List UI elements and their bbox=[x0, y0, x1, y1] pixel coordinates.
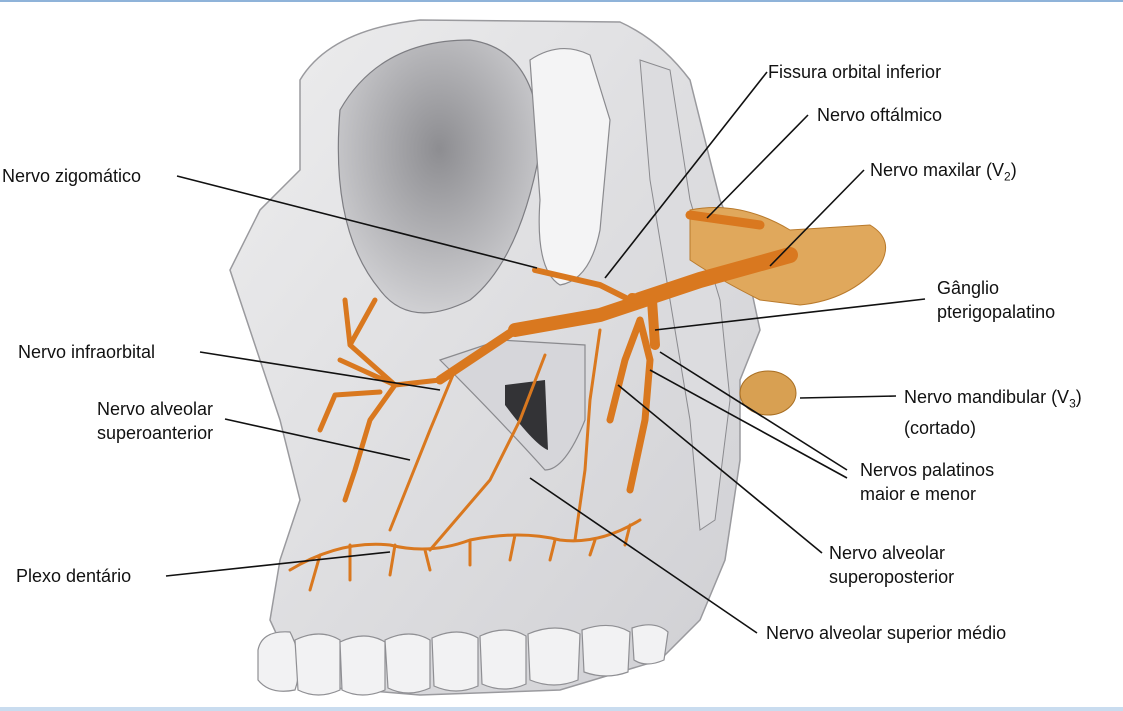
orbit-cavity bbox=[337, 39, 541, 314]
ganglion-node bbox=[627, 293, 660, 350]
middle-superior-alveolar bbox=[428, 353, 547, 552]
label-mandibular-line1: Nervo mandibular (V3) bbox=[904, 385, 1082, 416]
label-nervo-maxilar-text: Nervo maxilar (V bbox=[870, 160, 1005, 180]
label-ganglio-line1: Gânglio bbox=[937, 278, 1000, 298]
label-nervo-infraorbital: Nervo infraorbital bbox=[18, 342, 156, 362]
label-nervo-maxilar-subscript: 2 bbox=[1004, 169, 1011, 184]
ophthalmic-nerve bbox=[685, 210, 765, 230]
label-mandibular-subscript: 3 bbox=[1069, 396, 1076, 411]
label-nervo-alveolar-superoposterior: Nervo alveolar superoposterior bbox=[829, 541, 954, 589]
label-nervo-alveolar-superior-medio: Nervo alveolar superior médio bbox=[766, 623, 1007, 643]
label-nervos-palatinos: Nervos palatinos maior e menor bbox=[860, 458, 994, 506]
label-nervo-zigomatico: Nervo zigomático bbox=[2, 166, 142, 186]
label-nervo-alveolar-superoanterior: Nervo alveolar superoanterior bbox=[97, 397, 213, 445]
label-nervo-maxilar: Nervo maxilar (V2) bbox=[870, 158, 1017, 189]
infraorbital-branches bbox=[317, 297, 443, 503]
label-plexo-dentario: Plexo dentário bbox=[16, 566, 132, 586]
teeth bbox=[257, 624, 669, 696]
leader-lines bbox=[165, 71, 926, 634]
label-alveolar-superoposterior-line1: Nervo alveolar bbox=[829, 543, 946, 563]
posterior-bone-plate bbox=[639, 59, 731, 531]
label-ganglio-line2: pterigopalatino bbox=[937, 302, 1056, 322]
label-alveolar-superoanterior-line2: superoanterior bbox=[97, 423, 214, 443]
maxillary-nerve-trunk bbox=[632, 247, 798, 308]
dental-plexus bbox=[288, 518, 642, 592]
label-alveolar-superoposterior-line2: superoposterior bbox=[829, 567, 955, 587]
label-fissura-orbital-inferior: Fissura orbital inferior bbox=[768, 62, 942, 82]
mandibular-nerve-stump bbox=[739, 370, 797, 416]
sinus-opening bbox=[505, 380, 548, 450]
posterior-superior-alveolar bbox=[573, 328, 602, 542]
label-nervo-oftalmico: Nervo oftálmico bbox=[817, 105, 943, 125]
top-border bbox=[0, 0, 1123, 2]
bottom-border bbox=[0, 707, 1123, 711]
cut-bone-section bbox=[529, 47, 611, 286]
label-palatinos-line2: maior e menor bbox=[860, 484, 977, 504]
label-nervo-maxilar-close: ) bbox=[1010, 160, 1017, 180]
anterior-superior-alveolar bbox=[388, 368, 457, 532]
label-mandibular-close: ) bbox=[1075, 387, 1082, 407]
label-ganglio-pterigopalatino: Gânglio pterigopalatino bbox=[937, 276, 1055, 324]
nerves bbox=[288, 210, 798, 592]
label-palatinos-line1: Nervos palatinos bbox=[860, 460, 995, 480]
label-mandibular-line2: (cortado) bbox=[904, 417, 977, 438]
zygomatic-nerve bbox=[532, 267, 633, 303]
palatine-nerves bbox=[606, 316, 654, 494]
label-nervo-mandibular: Nervo mandibular (V3) (cortado) bbox=[904, 385, 1082, 440]
label-alveolar-superoanterior-line1: Nervo alveolar bbox=[97, 399, 214, 419]
infraorbital-trunk bbox=[508, 293, 652, 337]
label-mandibular-text: Nervo mandibular (V bbox=[904, 387, 1070, 407]
